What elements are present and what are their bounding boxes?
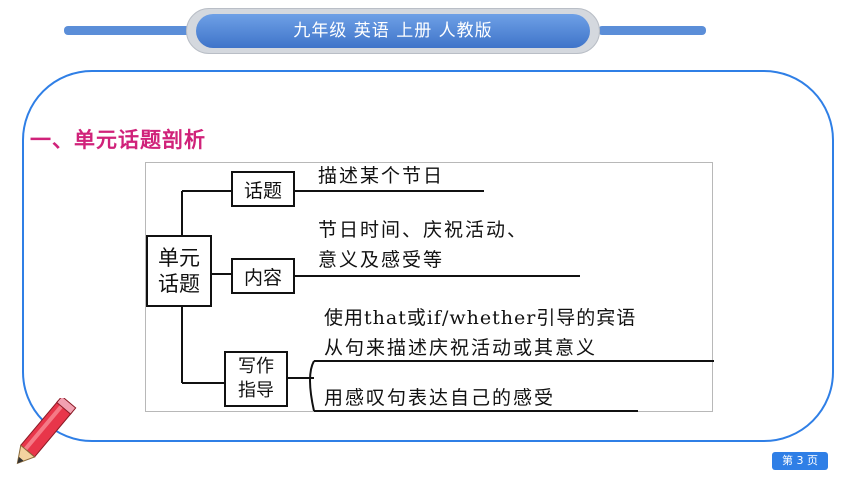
- root-node-line2: 话题: [158, 272, 200, 296]
- section-title: 一、单元话题剖析: [30, 128, 206, 152]
- content-text-line2: 意义及感受等: [318, 249, 445, 271]
- pencil-icon: [16, 398, 77, 465]
- writing-text2: 用感叹句表达自己的感受: [324, 387, 556, 409]
- root-node-line1: 单元: [158, 246, 200, 270]
- writing-label-line1: 写作: [238, 356, 274, 377]
- page-number-badge: 第 3 页: [772, 452, 828, 470]
- branch-node-content: 内容: [231, 258, 295, 294]
- writing-text1-line1: 使用that或if/whether引导的宾语: [324, 307, 637, 329]
- writing-text1-line2: 从句来描述庆祝活动或其意义: [324, 337, 598, 359]
- header-title: 九年级 英语 上册 人教版: [196, 14, 590, 48]
- root-node-unit-topic: 单元 话题: [146, 235, 212, 307]
- header-line-left: [64, 26, 204, 35]
- topic-text: 描述某个节日: [318, 165, 445, 187]
- writing-label-line2: 指导: [238, 380, 274, 401]
- mind-map-connectors: [181, 190, 714, 412]
- header-line-right: [598, 26, 706, 35]
- branch-node-writing-guide: 写作 指导: [224, 351, 288, 407]
- content-text-line1: 节日时间、庆祝活动、: [318, 219, 529, 241]
- topic-mind-map: 单元 话题 话题 描述某个节日 内容 节日时间、庆祝活动、 意义及感受等 写作 …: [145, 162, 714, 412]
- branch-node-topic: 话题: [231, 171, 295, 207]
